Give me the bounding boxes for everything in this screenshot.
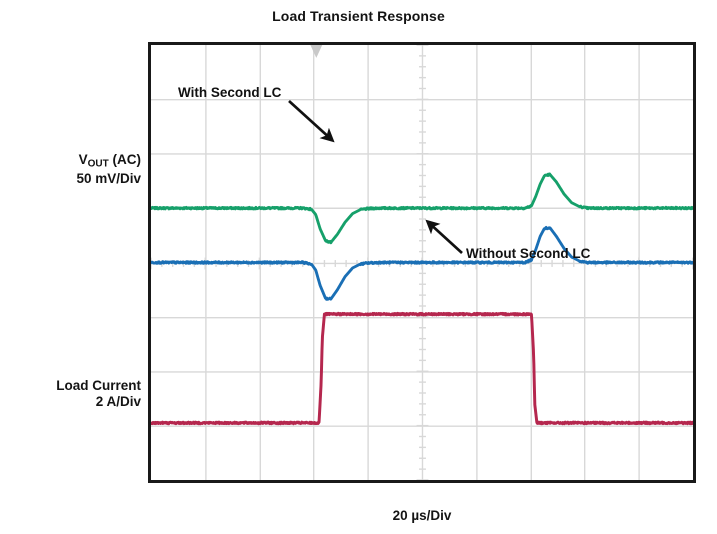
time-base-label: 20 µs/Div bbox=[392, 508, 452, 523]
center-ticks-layer bbox=[151, 45, 693, 480]
vout-subscript: OUT bbox=[87, 158, 109, 170]
trigger-marker bbox=[310, 45, 323, 58]
annotation-without-second-lc: Without Second LC bbox=[466, 246, 591, 261]
vout-symbol: V bbox=[78, 152, 88, 167]
trace-vout-ac bbox=[151, 172, 693, 245]
trigger-marker-layer bbox=[310, 45, 323, 58]
trace-vout-ac bbox=[151, 225, 693, 301]
annotation-with-second-lc: With Second LC bbox=[178, 85, 282, 100]
page-title: Load Transient Response bbox=[272, 8, 445, 24]
vout-channel-name: VOUT (AC) bbox=[8, 152, 141, 171]
vout-axis-label: VOUT (AC) 50 mV/Div bbox=[8, 152, 141, 187]
load-current-name: Load Current bbox=[56, 378, 141, 393]
vout-coupling: (AC) bbox=[108, 152, 142, 167]
trace-layer bbox=[151, 172, 693, 426]
plot-frame bbox=[148, 42, 696, 483]
load-current-scale: 2 A/Div bbox=[95, 394, 141, 410]
load-current-axis-label: Load Current 2 A/Div bbox=[8, 378, 141, 411]
trace-iload bbox=[151, 311, 693, 426]
vout-scale: 50 mV/Div bbox=[76, 170, 141, 186]
waveform-canvas bbox=[151, 45, 693, 480]
